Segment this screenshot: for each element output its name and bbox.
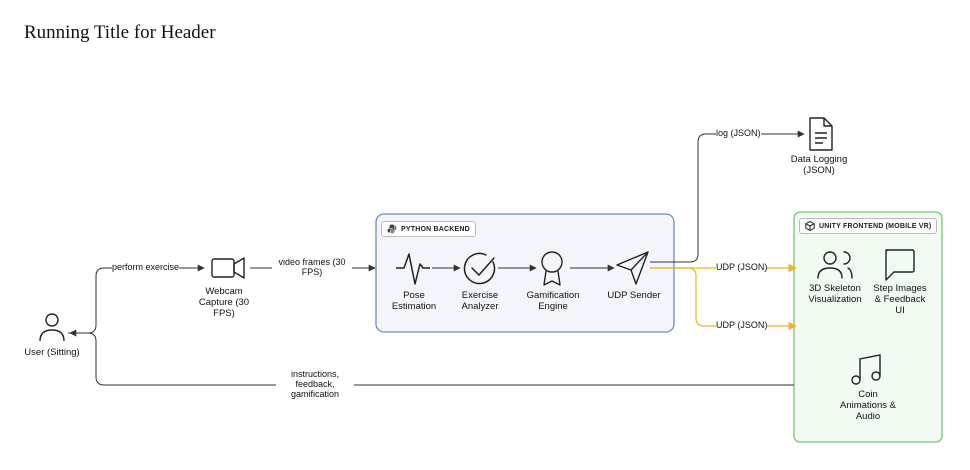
edge-label-video-frames: video frames (30 FPS): [272, 257, 352, 277]
pose-node-label: Pose Estimation: [391, 290, 437, 312]
running-header-title: Running Title for Header: [24, 22, 216, 43]
unity-frontend-badge: UNITY FRONTEND (MOBILE VR): [799, 218, 938, 234]
webcam-node-label: Webcam Capture (30 FPS): [198, 286, 250, 319]
video-camera-icon: [211, 257, 245, 279]
analyzer-node-label: Exercise Analyzer: [461, 290, 499, 312]
activity-pulse-icon: [396, 253, 430, 285]
python-backend-group: [375, 213, 675, 333]
feedback-node-label: Step Images & Feedback UI: [873, 283, 927, 316]
skeleton-node-label: 3D Skeleton Visualization: [808, 283, 862, 305]
unity-frontend-label: UNITY FRONTEND (MOBILE VR): [819, 222, 932, 230]
unity-logo-icon: [805, 221, 815, 231]
music-note-icon: [851, 354, 881, 385]
edge-udp-json-lower: [650, 267, 797, 331]
edge-log-json: [650, 130, 805, 263]
python-backend-badge: PYTHON BACKEND: [381, 221, 476, 237]
edge-label-udp-lower: UDP (JSON): [716, 320, 768, 330]
edge-label-udp-upper: UDP (JSON): [716, 262, 768, 272]
check-circle-icon: [463, 252, 496, 285]
user-node-label: User (Sitting): [24, 347, 80, 358]
coin-node-label: Coin Animations & Audio: [840, 389, 896, 422]
document-icon: [809, 117, 833, 151]
edge-label-instructions: instructions, feedback, gamification: [276, 369, 354, 399]
award-medal-icon: [541, 251, 563, 286]
users-icon: [817, 251, 853, 279]
send-plane-icon: [616, 251, 649, 285]
message-square-icon: [885, 249, 915, 281]
edge-label-log-json: log (JSON): [716, 128, 761, 138]
edge-label-perform-exercise: perform exercise: [112, 262, 180, 272]
python-logo-icon: [387, 224, 397, 234]
udp-sender-node-label: UDP Sender: [607, 290, 661, 301]
edge-instructions-feedback: [69, 329, 794, 386]
logging-node-label: Data Logging (JSON): [790, 154, 848, 176]
edge-perform-exercise: [68, 264, 205, 334]
user-icon: [39, 313, 65, 342]
python-backend-label: PYTHON BACKEND: [401, 225, 470, 233]
gamification-node-label: Gamification Engine: [526, 290, 580, 312]
